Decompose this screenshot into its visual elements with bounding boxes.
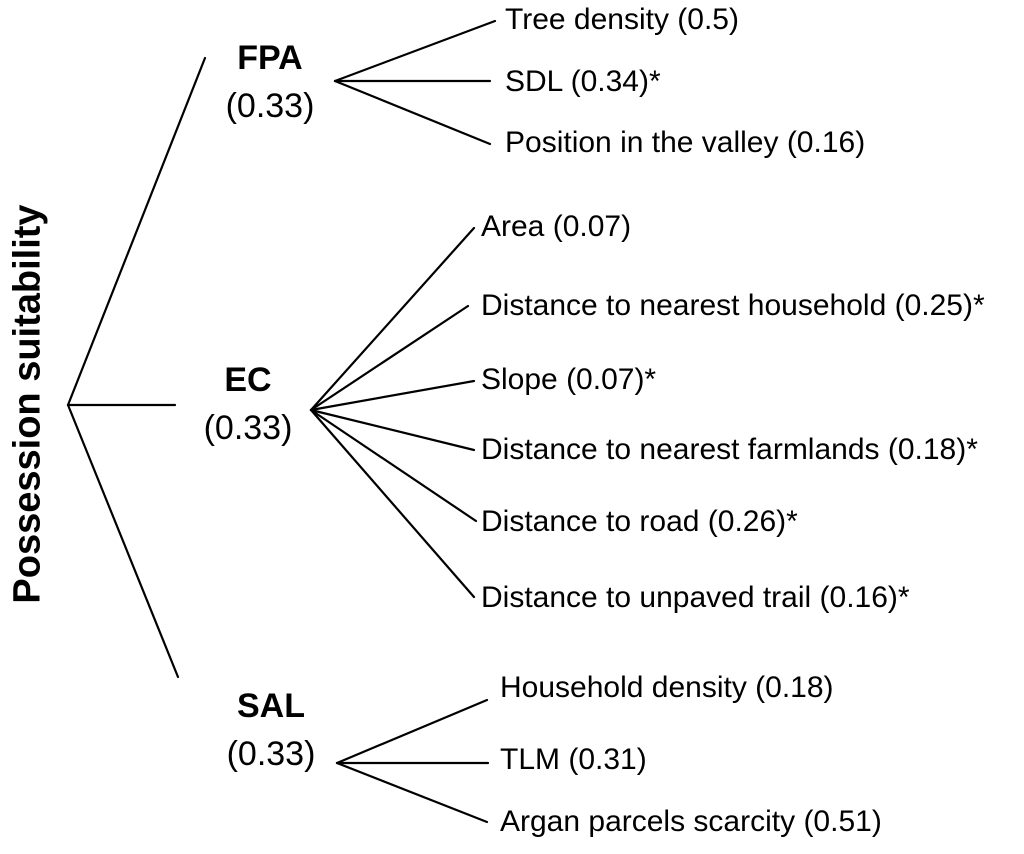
criterion-label: SAL: [236, 687, 305, 725]
leaf-distance-nearest-farmlands: Distance to nearest farmlands (0.18)*: [481, 433, 978, 466]
fpa-branch-lines: [333, 19, 497, 146]
criterion-label: EC: [224, 361, 272, 399]
root-node-label: Possession suitability: [6, 204, 49, 604]
leaf-argan-parcels-scarcity: Argan parcels scarcity (0.51): [500, 805, 882, 838]
criterion-node-fpa: FPA (0.33): [226, 34, 315, 130]
criterion-node-ec: EC (0.33): [204, 356, 293, 452]
criterion-weight: (0.33): [226, 735, 316, 773]
leaf-tree-density: Tree density (0.5): [505, 3, 739, 36]
leaf-distance-nearest-household: Distance to nearest household (0.25)*: [481, 289, 985, 322]
leaf-sdl: SDL (0.34)*: [505, 65, 661, 98]
leaf-slope: Slope (0.07)*: [481, 363, 657, 396]
leaf-tlm: TLM (0.31): [500, 743, 647, 776]
criterion-node-sal: SAL (0.33): [227, 682, 316, 778]
leaf-distance-to-road: Distance to road (0.26)*: [481, 505, 798, 538]
criterion-weight: (0.33): [203, 409, 293, 447]
leaf-position-in-valley: Position in the valley (0.16): [505, 126, 866, 159]
leaf-area: Area (0.07): [481, 210, 632, 243]
leaf-household-density: Household density (0.18): [500, 671, 834, 704]
ec-branch-lines: [309, 226, 478, 599]
criterion-label: FPA: [237, 39, 303, 77]
leaf-distance-unpaved-trail: Distance to unpaved trail (0.16)*: [481, 581, 910, 614]
root-branch-lines: [66, 56, 207, 679]
criterion-weight: (0.33): [225, 87, 315, 125]
sal-branch-lines: [335, 698, 490, 824]
